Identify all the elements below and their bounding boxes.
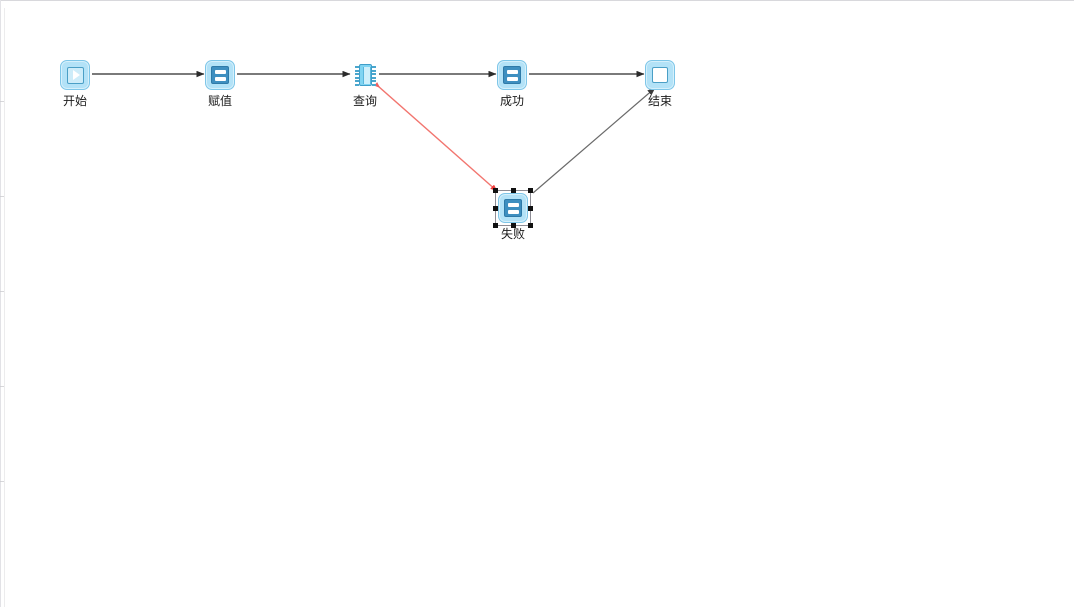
node-fail-box[interactable] xyxy=(498,193,528,223)
resize-handle-nw[interactable] xyxy=(493,188,498,193)
equals-icon xyxy=(211,66,229,84)
window-left-border xyxy=(0,0,1,607)
node-query-label: 查询 xyxy=(352,94,377,108)
resize-handle-n[interactable] xyxy=(511,188,516,193)
play-icon xyxy=(66,66,84,84)
resize-handle-sw[interactable] xyxy=(493,223,498,228)
node-query-box[interactable] xyxy=(350,60,380,90)
ruler-tick xyxy=(0,481,4,482)
node-assign-label: 赋值 xyxy=(207,94,232,108)
stop-icon xyxy=(652,67,668,83)
node-end-box[interactable] xyxy=(645,60,675,90)
chip-icon xyxy=(354,64,376,86)
ruler-tick xyxy=(0,386,4,387)
ruler-tick xyxy=(0,101,4,102)
node-end-label: 结束 xyxy=(647,94,672,108)
resize-handle-e[interactable] xyxy=(528,206,533,211)
ruler-tick xyxy=(0,291,4,292)
node-assign-box[interactable] xyxy=(205,60,235,90)
node-fail-label: 失败 xyxy=(500,227,525,241)
node-start-label: 开始 xyxy=(62,94,87,108)
equals-icon xyxy=(503,66,521,84)
edge-layer xyxy=(92,70,656,194)
window-top-border xyxy=(0,0,1074,1)
canvas-left-rule xyxy=(4,8,5,607)
node-start-box[interactable] xyxy=(60,60,90,90)
flow-canvas[interactable]: 开始 赋值 查询 xyxy=(5,1,1074,607)
resize-handle-w[interactable] xyxy=(493,206,498,211)
resize-handle-s[interactable] xyxy=(511,223,516,228)
node-success-box[interactable] xyxy=(497,60,527,90)
resize-handle-ne[interactable] xyxy=(528,188,533,193)
node-success-label: 成功 xyxy=(499,94,524,108)
ruler-tick xyxy=(0,196,4,197)
equals-icon xyxy=(504,199,522,217)
resize-handle-se[interactable] xyxy=(528,223,533,228)
